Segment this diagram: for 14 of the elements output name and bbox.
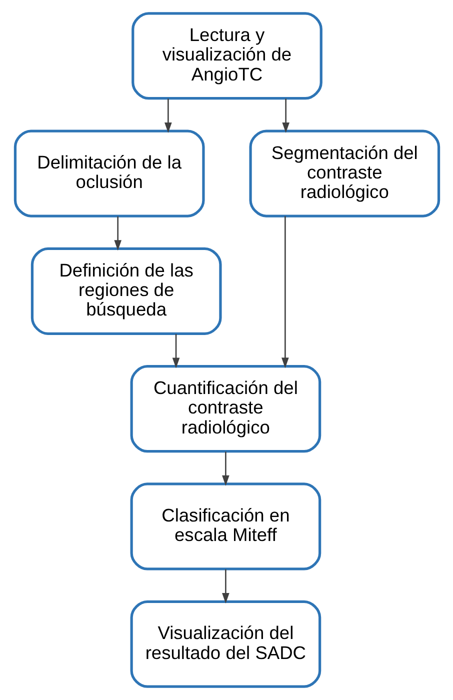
arrow xyxy=(222,452,229,486)
node-box: Clasificación en escala Miteff xyxy=(130,482,321,570)
arrow xyxy=(114,216,121,251)
node-box: Delimitación de la oclusión xyxy=(13,130,204,218)
arrow xyxy=(281,216,288,368)
arrow xyxy=(172,334,180,368)
node-box: Lectura y visualización de AngioTC xyxy=(131,12,322,100)
node-box: Segmentación del contraste radiológico xyxy=(248,130,440,218)
arrow xyxy=(222,569,229,604)
node-box: Cuantificación del contraste radiológico xyxy=(130,365,321,453)
node-box: Definición de las regiones de búsqueda xyxy=(30,247,222,335)
arrow xyxy=(164,98,172,133)
arrow xyxy=(282,98,289,133)
node-box: Visualización del resultado del SADC xyxy=(130,600,321,688)
